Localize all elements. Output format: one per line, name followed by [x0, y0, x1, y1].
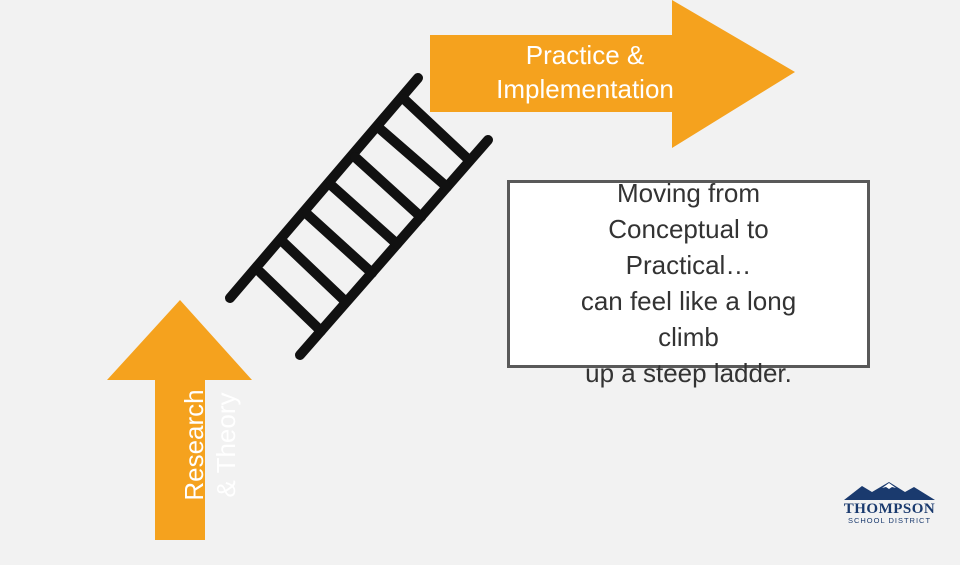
logo-name: THOMPSON — [842, 502, 937, 517]
logo-subtitle: SCHOOL DISTRICT — [842, 516, 937, 525]
ladder-rung — [379, 128, 447, 187]
ladder-rung — [331, 185, 397, 244]
practice-label-line: Implementation — [440, 72, 730, 106]
quote-line: Conceptual to — [510, 211, 867, 247]
research-arrow-label: Research & Theory — [178, 325, 242, 565]
mountain-icon — [842, 480, 937, 502]
practice-label-line: Practice & — [440, 38, 730, 72]
practice-arrow-label: Practice & Implementation — [440, 38, 730, 106]
quote-line: up a steep ladder. — [510, 355, 867, 391]
ladder-icon — [230, 78, 488, 355]
research-label-line: & Theory — [210, 325, 242, 565]
quote-text: Moving from Conceptual to Practical… can… — [510, 175, 867, 391]
district-logo: THOMPSON SCHOOL DISTRICT — [842, 480, 937, 525]
ladder-rung — [260, 272, 321, 331]
quote-line: climb — [510, 319, 867, 355]
ladder-rung — [307, 214, 372, 273]
quote-box: Moving from Conceptual to Practical… can… — [507, 180, 870, 368]
research-label-line: Research — [178, 325, 210, 565]
ladder-rung — [355, 157, 421, 217]
ladder-rung — [283, 242, 346, 302]
quote-line: can feel like a long — [510, 283, 867, 319]
quote-line: Practical… — [510, 247, 867, 283]
quote-line: Moving from — [510, 175, 867, 211]
